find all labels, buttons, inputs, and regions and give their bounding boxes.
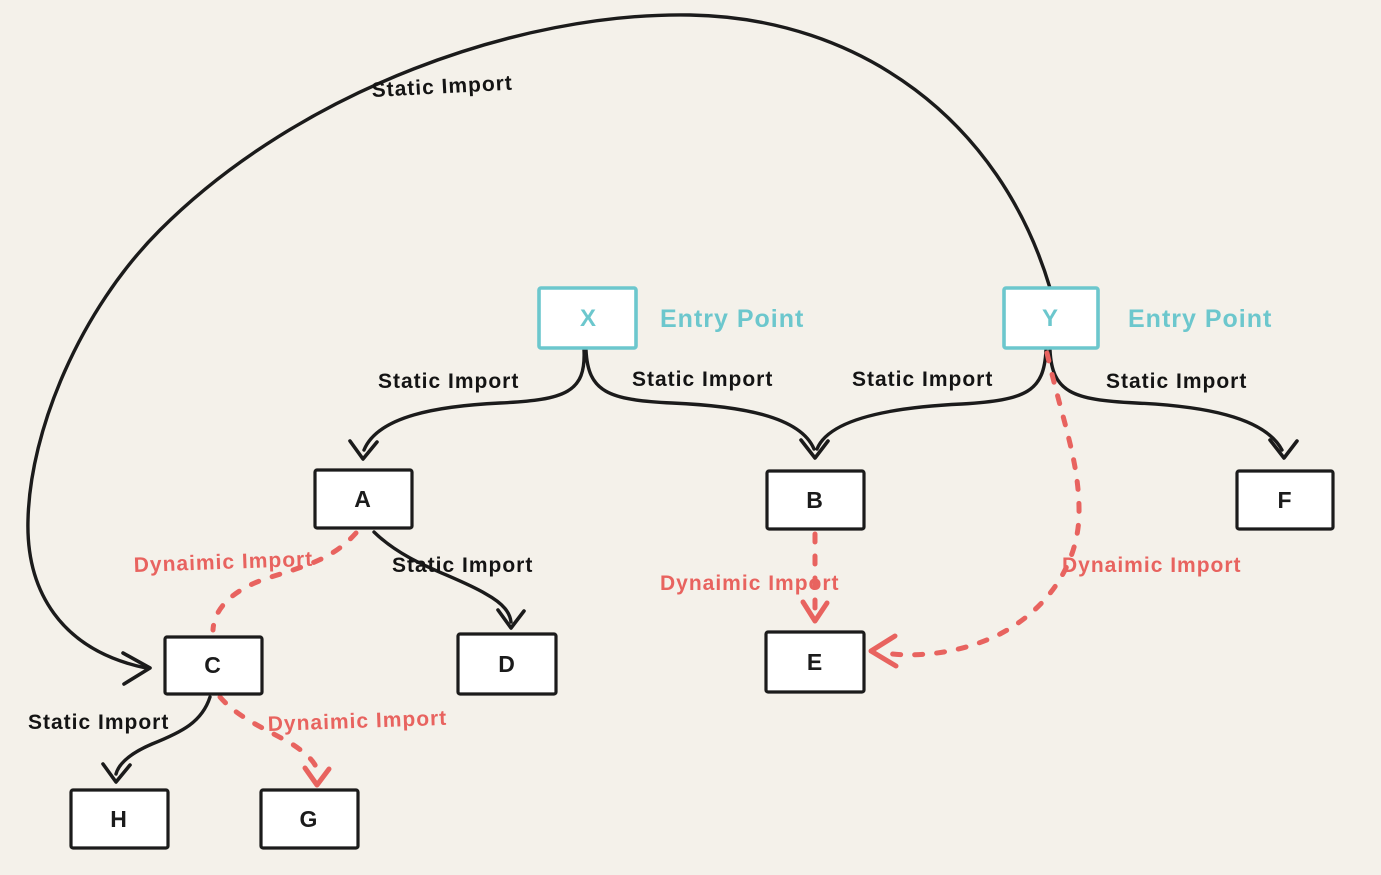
edge-x-a-path xyxy=(362,348,586,452)
edge-label-b-e: Dynaimic Import xyxy=(660,572,840,595)
entry-node-x-caption: Entry Point xyxy=(660,305,804,333)
node-c-label: C xyxy=(204,652,222,678)
edge-label-c-h: Static Import xyxy=(28,711,169,734)
edge-y-f-arrowhead-icon xyxy=(1268,438,1299,460)
node-e: E xyxy=(764,630,866,694)
node-b-box xyxy=(765,469,866,531)
edge-label-c-g: Dynaimic Import xyxy=(267,707,447,736)
edge-c-h-path xyxy=(114,695,212,776)
edge-c-h-arrowhead-icon xyxy=(101,762,132,784)
edge-b-arrowhead-icon xyxy=(799,438,830,460)
edge-y-e-path xyxy=(881,350,1082,658)
node-h-box xyxy=(69,788,170,850)
node-d-box xyxy=(456,632,558,696)
edge-c-g-arrowhead-icon xyxy=(302,765,332,788)
node-g-label: G xyxy=(300,806,319,832)
edge-c-g-path xyxy=(217,694,320,772)
node-c-box xyxy=(163,635,264,696)
entry-node-x-box xyxy=(537,286,638,350)
node-b-label: B xyxy=(806,487,824,513)
edge-label-y-b: Static Import xyxy=(852,368,993,391)
edge-y-c-arrowhead-icon xyxy=(121,651,152,686)
node-h: H xyxy=(69,788,170,850)
node-a-box xyxy=(313,468,414,530)
edge-y-f-path xyxy=(1048,348,1284,452)
edge-x-b-path xyxy=(584,348,816,451)
node-e-box xyxy=(764,630,866,694)
node-f: F xyxy=(1235,469,1335,531)
node-g-box xyxy=(259,788,360,850)
node-a-label: A xyxy=(354,486,372,512)
edge-b-e-arrowhead-icon xyxy=(800,599,830,624)
node-c: C xyxy=(163,635,264,696)
edge-label-y-e: Dynaimic Import xyxy=(1062,554,1242,577)
node-a: A xyxy=(313,468,414,530)
edge-label-y-f: Static Import xyxy=(1106,370,1247,393)
edge-x-a-arrowhead-icon xyxy=(348,439,379,461)
edge-label-a-d: Static Import xyxy=(392,554,533,577)
entry-node-y: Y Entry Point xyxy=(1002,286,1272,350)
edge-a-d-path xyxy=(372,530,513,624)
entry-node-y-box xyxy=(1002,286,1100,350)
edge-a-c-path xyxy=(210,530,359,633)
entry-node-y-label: Y xyxy=(1042,305,1058,332)
node-d: D xyxy=(456,632,558,696)
entry-node-x: X Entry Point xyxy=(537,286,804,350)
edge-label-x-a: Static Import xyxy=(378,370,519,393)
edge-y-e-arrowhead-icon xyxy=(868,633,899,669)
edge-y-c-path xyxy=(26,13,1052,670)
entry-node-x-label: X xyxy=(580,305,596,332)
edge-label-a-c: Dynaimic Import xyxy=(133,548,313,577)
edge-y-b-path xyxy=(815,348,1048,451)
node-g: G xyxy=(259,788,360,850)
node-d-label: D xyxy=(498,651,516,677)
node-b: B xyxy=(765,469,866,531)
node-f-box xyxy=(1235,469,1335,531)
node-f-label: F xyxy=(1277,487,1292,513)
node-e-label: E xyxy=(807,649,823,675)
entry-node-y-caption: Entry Point xyxy=(1128,305,1272,333)
node-h-label: H xyxy=(110,806,128,832)
edge-label-x-b: Static Import xyxy=(632,368,773,391)
edge-a-d-arrowhead-icon xyxy=(496,608,526,630)
